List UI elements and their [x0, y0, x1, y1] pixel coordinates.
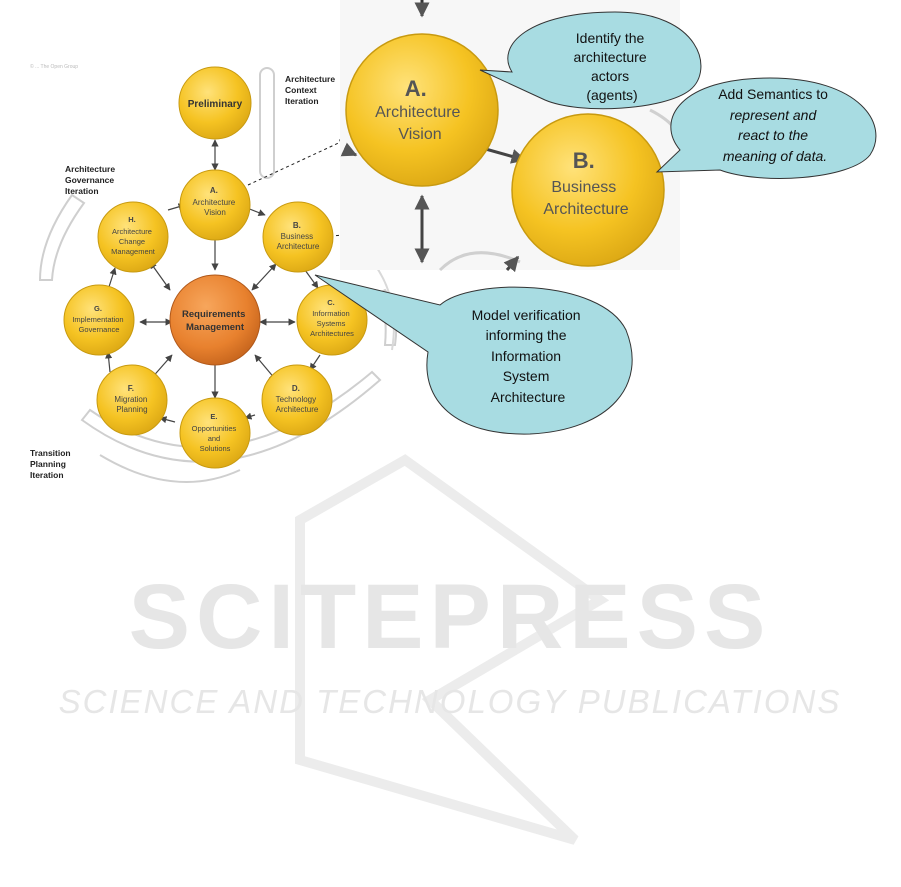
phase-a: A. Architecture Vision [179, 169, 251, 241]
phase-a-label: A. Architecture Vision [193, 186, 238, 217]
phase-e: E. Opportunities and Solutions [179, 397, 251, 469]
phase-b: B. Business Architecture [262, 201, 334, 273]
copyright-note: © ... The Open Group [30, 63, 78, 70]
phase-g: G. Implementation Governance [63, 284, 135, 356]
phase-h: H. Architecture Change Management [97, 201, 169, 273]
zoom-phase-b-label: B. Business Architecture [543, 148, 628, 218]
context-iteration-label: Architecture Context Iteration [285, 74, 337, 106]
callout-actors-text: Identify the architecture actors (agents… [573, 30, 650, 103]
iteration-labels: Architecture Context Iteration Architect… [30, 74, 337, 480]
phase-preliminary-label: Preliminary [188, 99, 243, 110]
requirements-label: Requirements Management [182, 309, 248, 333]
watermark-subtitle: SCIENCE AND TECHNOLOGY PUBLICATIONS [59, 683, 842, 720]
watermark-book-shape [295, 454, 610, 845]
context-band [259, 67, 275, 179]
phase-d-label: D. Technology Architecture [276, 384, 319, 414]
zoom-inset: A. Architecture Vision B. Business Archi… [340, 0, 684, 273]
phase-f: F. Migration Planning [96, 364, 168, 436]
transition-iteration-label: Transition Planning Iteration [30, 448, 73, 480]
adm-cycle: Preliminary A. Architecture Vision B. Bu… [63, 66, 368, 469]
phase-requirements-management: Requirements Management [169, 274, 261, 366]
callout-verification: Model verification informing the Informa… [314, 274, 633, 435]
transition-band-outer [80, 370, 382, 463]
phase-e-label: E. Opportunities and Solutions [192, 412, 239, 453]
zoom-phase-a: A. Architecture Vision [345, 33, 499, 187]
zoom-phase-b: B. Business Architecture [511, 113, 665, 267]
phase-c-label: C. Information Systems Architectures [310, 298, 354, 338]
phase-g-label: G. Implementation Governance [72, 304, 125, 334]
governance-band [38, 193, 86, 281]
transition-band-inner [99, 454, 241, 483]
governance-iteration-label: Architecture Governance Iteration [65, 164, 117, 196]
phase-d: D. Technology Architecture [261, 364, 333, 436]
callout-verification-text: Model verification informing the Informa… [472, 307, 585, 405]
watermark-title: SCITEPRESS [129, 566, 772, 668]
zoom-phase-a-label: A. Architecture Vision [375, 76, 465, 143]
callout-semantics-text: Add Semantics to represent and react to … [718, 86, 832, 164]
callout-actors: Identify the architecture actors (agents… [479, 11, 702, 110]
phase-preliminary: Preliminary [178, 66, 252, 140]
scitepress-watermark: SCITEPRESS SCIENCE AND TECHNOLOGY PUBLIC… [59, 454, 842, 845]
callout-semantics: Add Semantics to represent and react to … [655, 77, 877, 179]
phase-b-label: B. Business Architecture [277, 221, 320, 251]
phase-f-label: F. Migration Planning [114, 384, 149, 414]
phase-h-label: H. Architecture Change Management [111, 215, 156, 256]
